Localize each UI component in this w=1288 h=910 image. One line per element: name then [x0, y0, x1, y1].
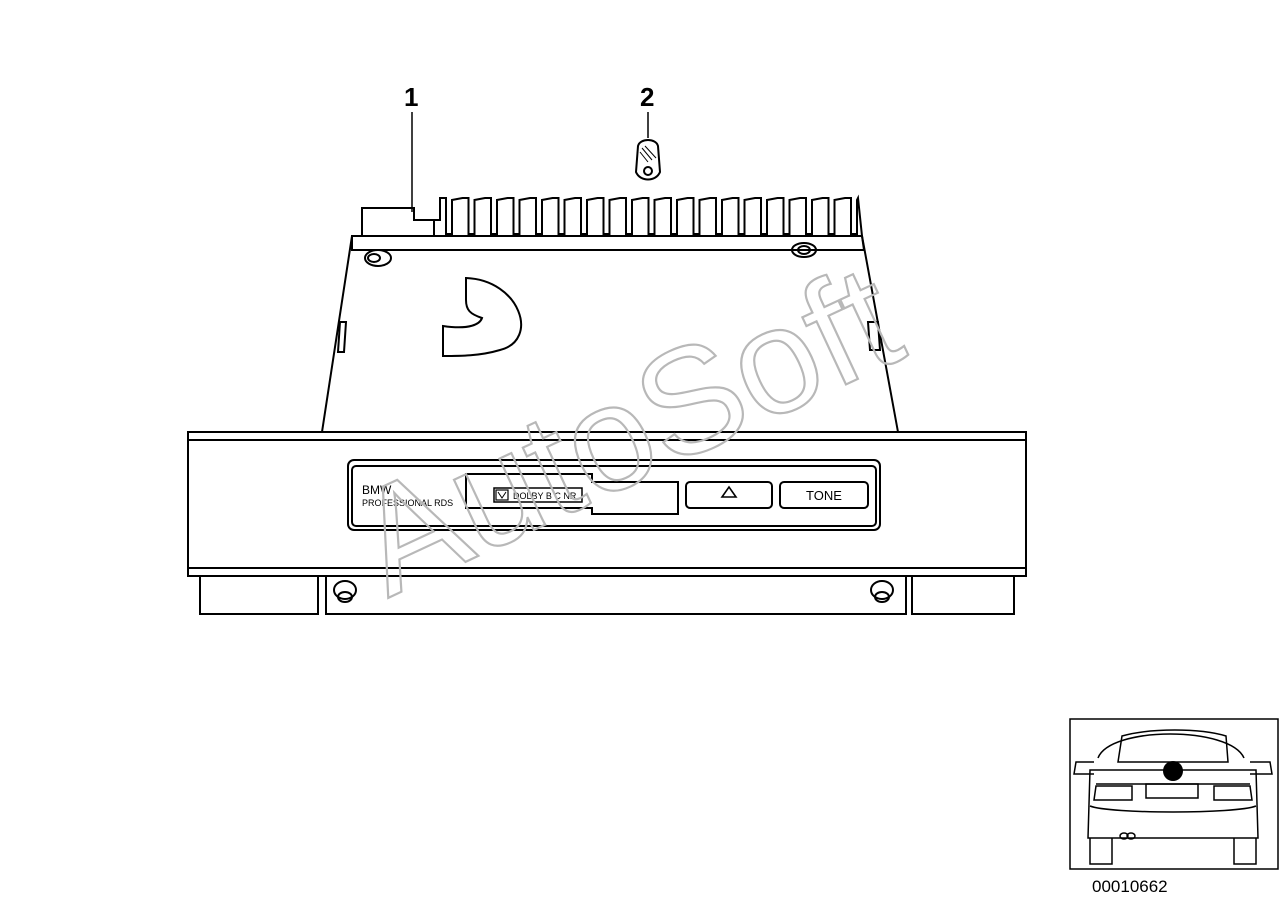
- location-thumbnail: [1069, 718, 1279, 870]
- car-rear-icon: [1073, 729, 1273, 865]
- brand-label: BMW: [362, 483, 392, 497]
- control-bezel: [347, 459, 881, 531]
- eject-button[interactable]: [685, 481, 773, 509]
- fin-outline: [433, 194, 863, 237]
- heat-sink-fins: [433, 194, 863, 237]
- tone-button-label: TONE: [806, 488, 842, 503]
- model-label: PROFESSIONAL RDS: [362, 498, 453, 508]
- tone-button[interactable]: TONE: [779, 481, 869, 509]
- callout-2: 2: [640, 82, 654, 138]
- callout-1-label: 1: [404, 82, 418, 112]
- callout-1: 1: [404, 82, 418, 212]
- diagram-number: 00010662: [1092, 877, 1168, 896]
- dolby-label: DOLBY B C NR: [493, 487, 583, 503]
- location-marker: [1163, 761, 1183, 781]
- front-panel: [187, 431, 1027, 615]
- eject-icon: [720, 485, 738, 498]
- dolby-text: DOLBY B C NR: [513, 491, 577, 501]
- callout-2-label: 2: [640, 82, 654, 112]
- part-2-knob: [634, 139, 662, 181]
- dolby-logo-icon: [497, 491, 507, 499]
- radio-housing: [321, 207, 899, 433]
